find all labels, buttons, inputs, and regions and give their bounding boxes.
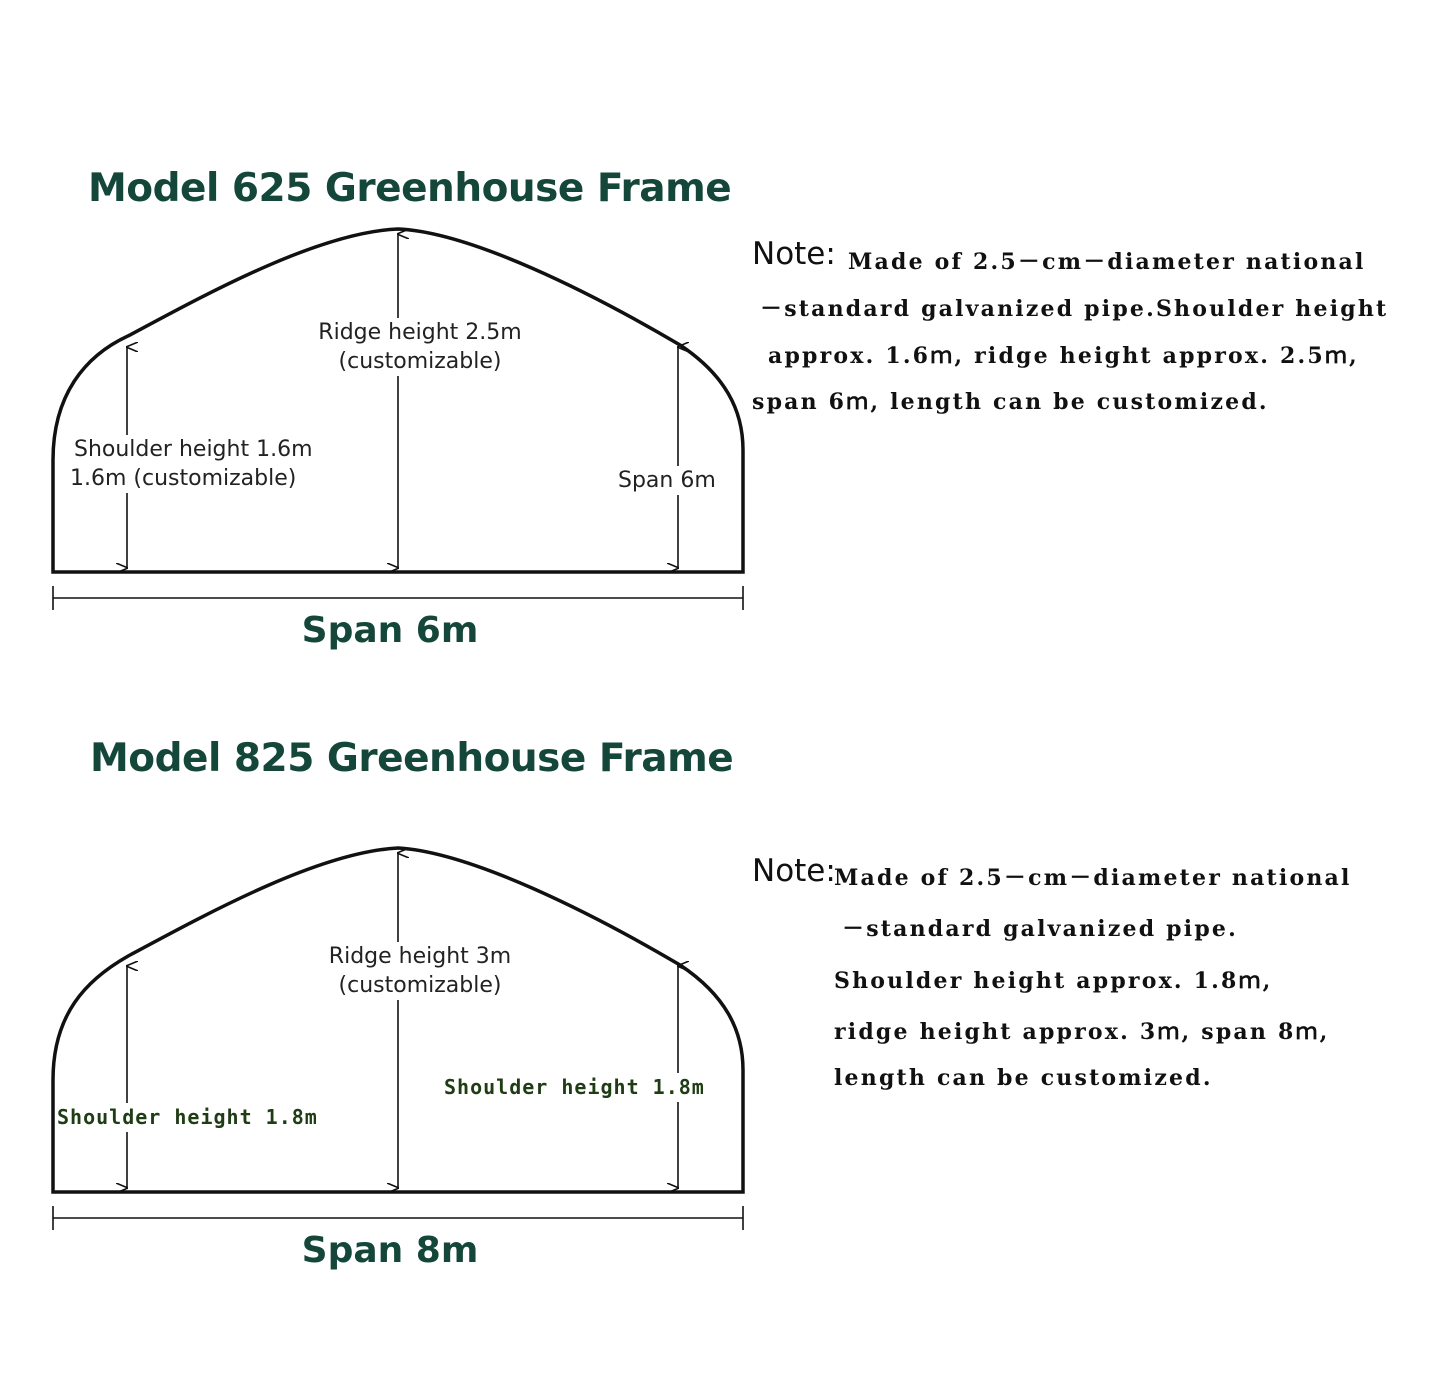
model-625-title: Model 625 Greenhouse Frame: [88, 166, 732, 211]
note-label: Note:: [752, 853, 836, 889]
right-shoulder-label: Shoulder height 1.8m: [444, 1073, 705, 1102]
note-line-2: －standard galvanized pipe.Shoulder heigh…: [760, 296, 1389, 322]
shoulder-custom-text: 1.6m (customizable): [70, 466, 297, 491]
ridge-custom-text: (customizable): [338, 973, 502, 998]
model-825-frame-svg: [51, 846, 745, 1230]
note-line-1: Made of 2.5－cm－diameter national: [848, 249, 1366, 275]
model-625-frame-svg: [51, 227, 745, 610]
ridge-custom-text: (customizable): [338, 349, 502, 374]
ridge-height-label: Ridge height 2.5m (customizable): [300, 318, 540, 376]
note-line-3: approx. 1.6ｍ, ridge height approx. 2.5ｍ,: [768, 343, 1359, 369]
right-span-label: Span 6m: [618, 466, 716, 495]
note-line-4: ridge height approx. 3ｍ, span 8ｍ,: [834, 1019, 1330, 1045]
left-shoulder-label: Shoulder height 1.8m: [57, 1103, 318, 1132]
model-625-note: Note: Made of 2.5－cm－diameter national －…: [752, 236, 1432, 436]
ridge-height-text: Ridge height 2.5m: [318, 320, 522, 345]
shoulder-height-text: Shoulder height 1.6m: [74, 437, 313, 462]
model-825-title: Model 825 Greenhouse Frame: [90, 736, 734, 781]
model-825-note: Note: Made of 2.5－cm－diameter national －…: [752, 853, 1432, 1113]
ridge-height-text: Ridge height 3m: [328, 944, 512, 969]
span-label: Span 8m: [301, 1230, 479, 1271]
span-label: Span 6m: [301, 610, 479, 651]
note-line-2: －standard galvanized pipe.: [842, 916, 1238, 942]
note-line-1: Made of 2.5－cm－diameter national: [834, 865, 1352, 891]
note-line-4: span 6ｍ, length can be customized.: [752, 389, 1269, 415]
right-shoulder-text: Shoulder height 1.8m: [444, 1075, 705, 1099]
shoulder-height-label: Shoulder height 1.6m 1.6m (customizable): [70, 435, 313, 493]
model-825-diagram: Ridge height 3m (customizable) Shoulder …: [0, 840, 760, 1300]
note-line-5: length can be customized.: [834, 1065, 1213, 1091]
note-label: Note:: [752, 236, 836, 272]
model-625-diagram: Ridge height 2.5m (customizable) Shoulde…: [0, 220, 760, 680]
left-shoulder-text: Shoulder height 1.8m: [57, 1105, 318, 1129]
note-line-3: Shoulder height approx. 1.8ｍ,: [834, 968, 1273, 994]
ridge-height-label: Ridge height 3m (customizable): [300, 942, 540, 1000]
right-span-text: Span 6m: [618, 468, 716, 493]
